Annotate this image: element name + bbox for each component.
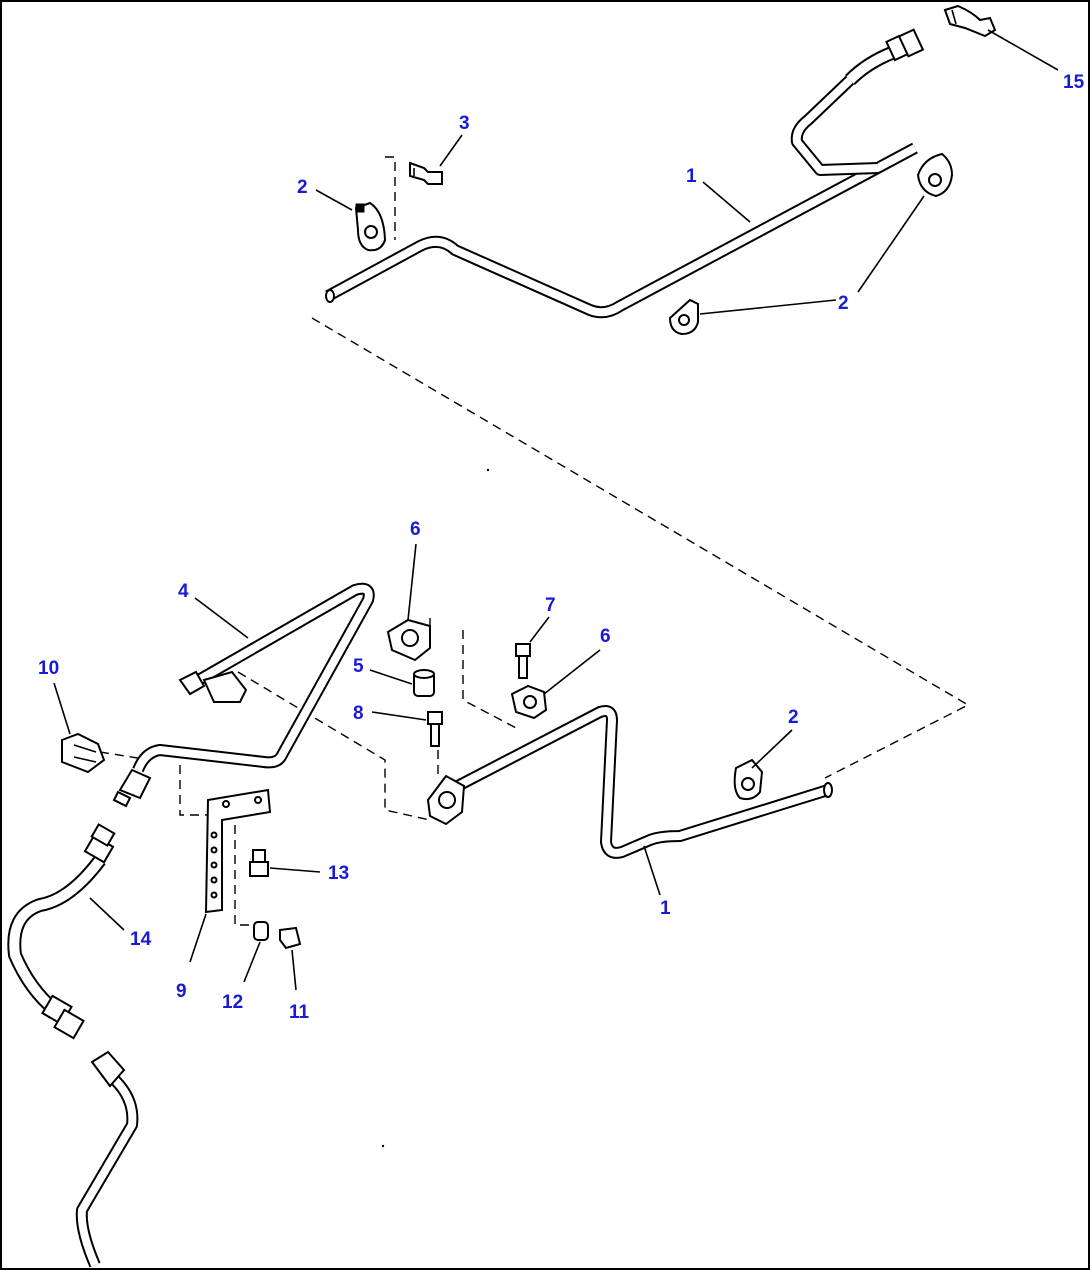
washer-12 bbox=[253, 921, 269, 941]
bolt-3 bbox=[409, 161, 443, 185]
bracket-9 bbox=[204, 788, 272, 914]
callout-11: 11 bbox=[289, 1002, 310, 1023]
tube-lower bbox=[447, 705, 833, 859]
clamp-upper-right bbox=[916, 152, 954, 198]
hose-upper bbox=[845, 28, 925, 86]
leader-lines bbox=[53, 29, 1059, 991]
bolt-8 bbox=[427, 711, 443, 747]
clamp-upper-middle bbox=[668, 298, 699, 336]
nut-11 bbox=[279, 926, 302, 950]
callout-14: 14 bbox=[130, 929, 152, 950]
callout-6-lower: 6 bbox=[600, 626, 611, 647]
callout-2-upper-left: 2 bbox=[297, 177, 308, 198]
tube-upper bbox=[325, 75, 918, 319]
callout-1-upper: 1 bbox=[686, 166, 697, 187]
callout-8: 8 bbox=[353, 703, 364, 724]
callout-labels: 15 1 3 2 2 4 6 5 7 6 8 2 10 13 1 14 9 12… bbox=[38, 72, 1085, 1023]
clamp-center bbox=[426, 774, 466, 826]
tube-4-fittings bbox=[112, 670, 248, 808]
callout-1-lower: 1 bbox=[660, 898, 671, 919]
stray-dot-2 bbox=[381, 1144, 385, 1148]
hose-14 bbox=[7, 823, 116, 1040]
callout-6-upper: 6 bbox=[410, 519, 421, 540]
callout-5: 5 bbox=[353, 656, 364, 677]
clamp-upper-left bbox=[354, 201, 387, 252]
callout-2-upper-right: 2 bbox=[838, 293, 849, 314]
clamp-6-upper bbox=[386, 618, 431, 662]
tube-lower-left bbox=[75, 1050, 139, 1268]
callout-2-lower: 2 bbox=[788, 707, 799, 728]
collar-5 bbox=[413, 669, 435, 697]
stray-dot-1 bbox=[486, 468, 490, 472]
callout-3: 3 bbox=[459, 113, 470, 134]
callout-4: 4 bbox=[178, 581, 189, 602]
tube-4 bbox=[132, 582, 375, 773]
callout-12: 12 bbox=[222, 992, 243, 1013]
clamp-6-lower bbox=[510, 684, 548, 720]
bolt-13 bbox=[249, 849, 269, 877]
callout-10: 10 bbox=[38, 658, 59, 679]
assembly-dash-lines bbox=[99, 156, 970, 926]
bolt-7 bbox=[515, 643, 531, 679]
callout-15: 15 bbox=[1063, 72, 1085, 93]
callout-9: 9 bbox=[176, 981, 187, 1002]
elbow-fitting-15 bbox=[943, 4, 997, 38]
fitting-10 bbox=[61, 732, 106, 774]
callout-13: 13 bbox=[328, 863, 349, 884]
clamp-lower-right bbox=[733, 758, 764, 801]
callout-7: 7 bbox=[545, 595, 556, 616]
